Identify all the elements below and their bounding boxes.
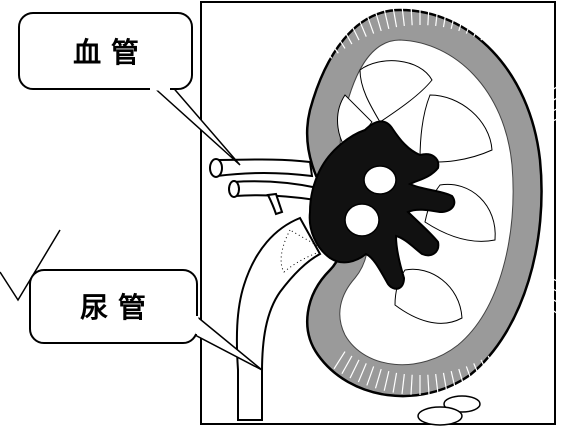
label-blood-vessel: 血 管 [73,36,139,69]
callout-blood-vessel: 血 管 [18,12,241,166]
callout-box [18,12,193,90]
cortex-striations [270,5,571,395]
callout-ureter: 尿 管 [29,269,263,371]
fat-nodules [417,395,481,426]
blood-vessels [209,158,320,216]
label-ureter: 尿 管 [80,291,146,324]
callout-box [29,269,198,344]
papillae [344,165,397,237]
ureter-tube [235,216,322,421]
pelvis-speckle [280,229,327,273]
renal-pelvis [308,120,456,290]
leader-line [0,229,61,302]
